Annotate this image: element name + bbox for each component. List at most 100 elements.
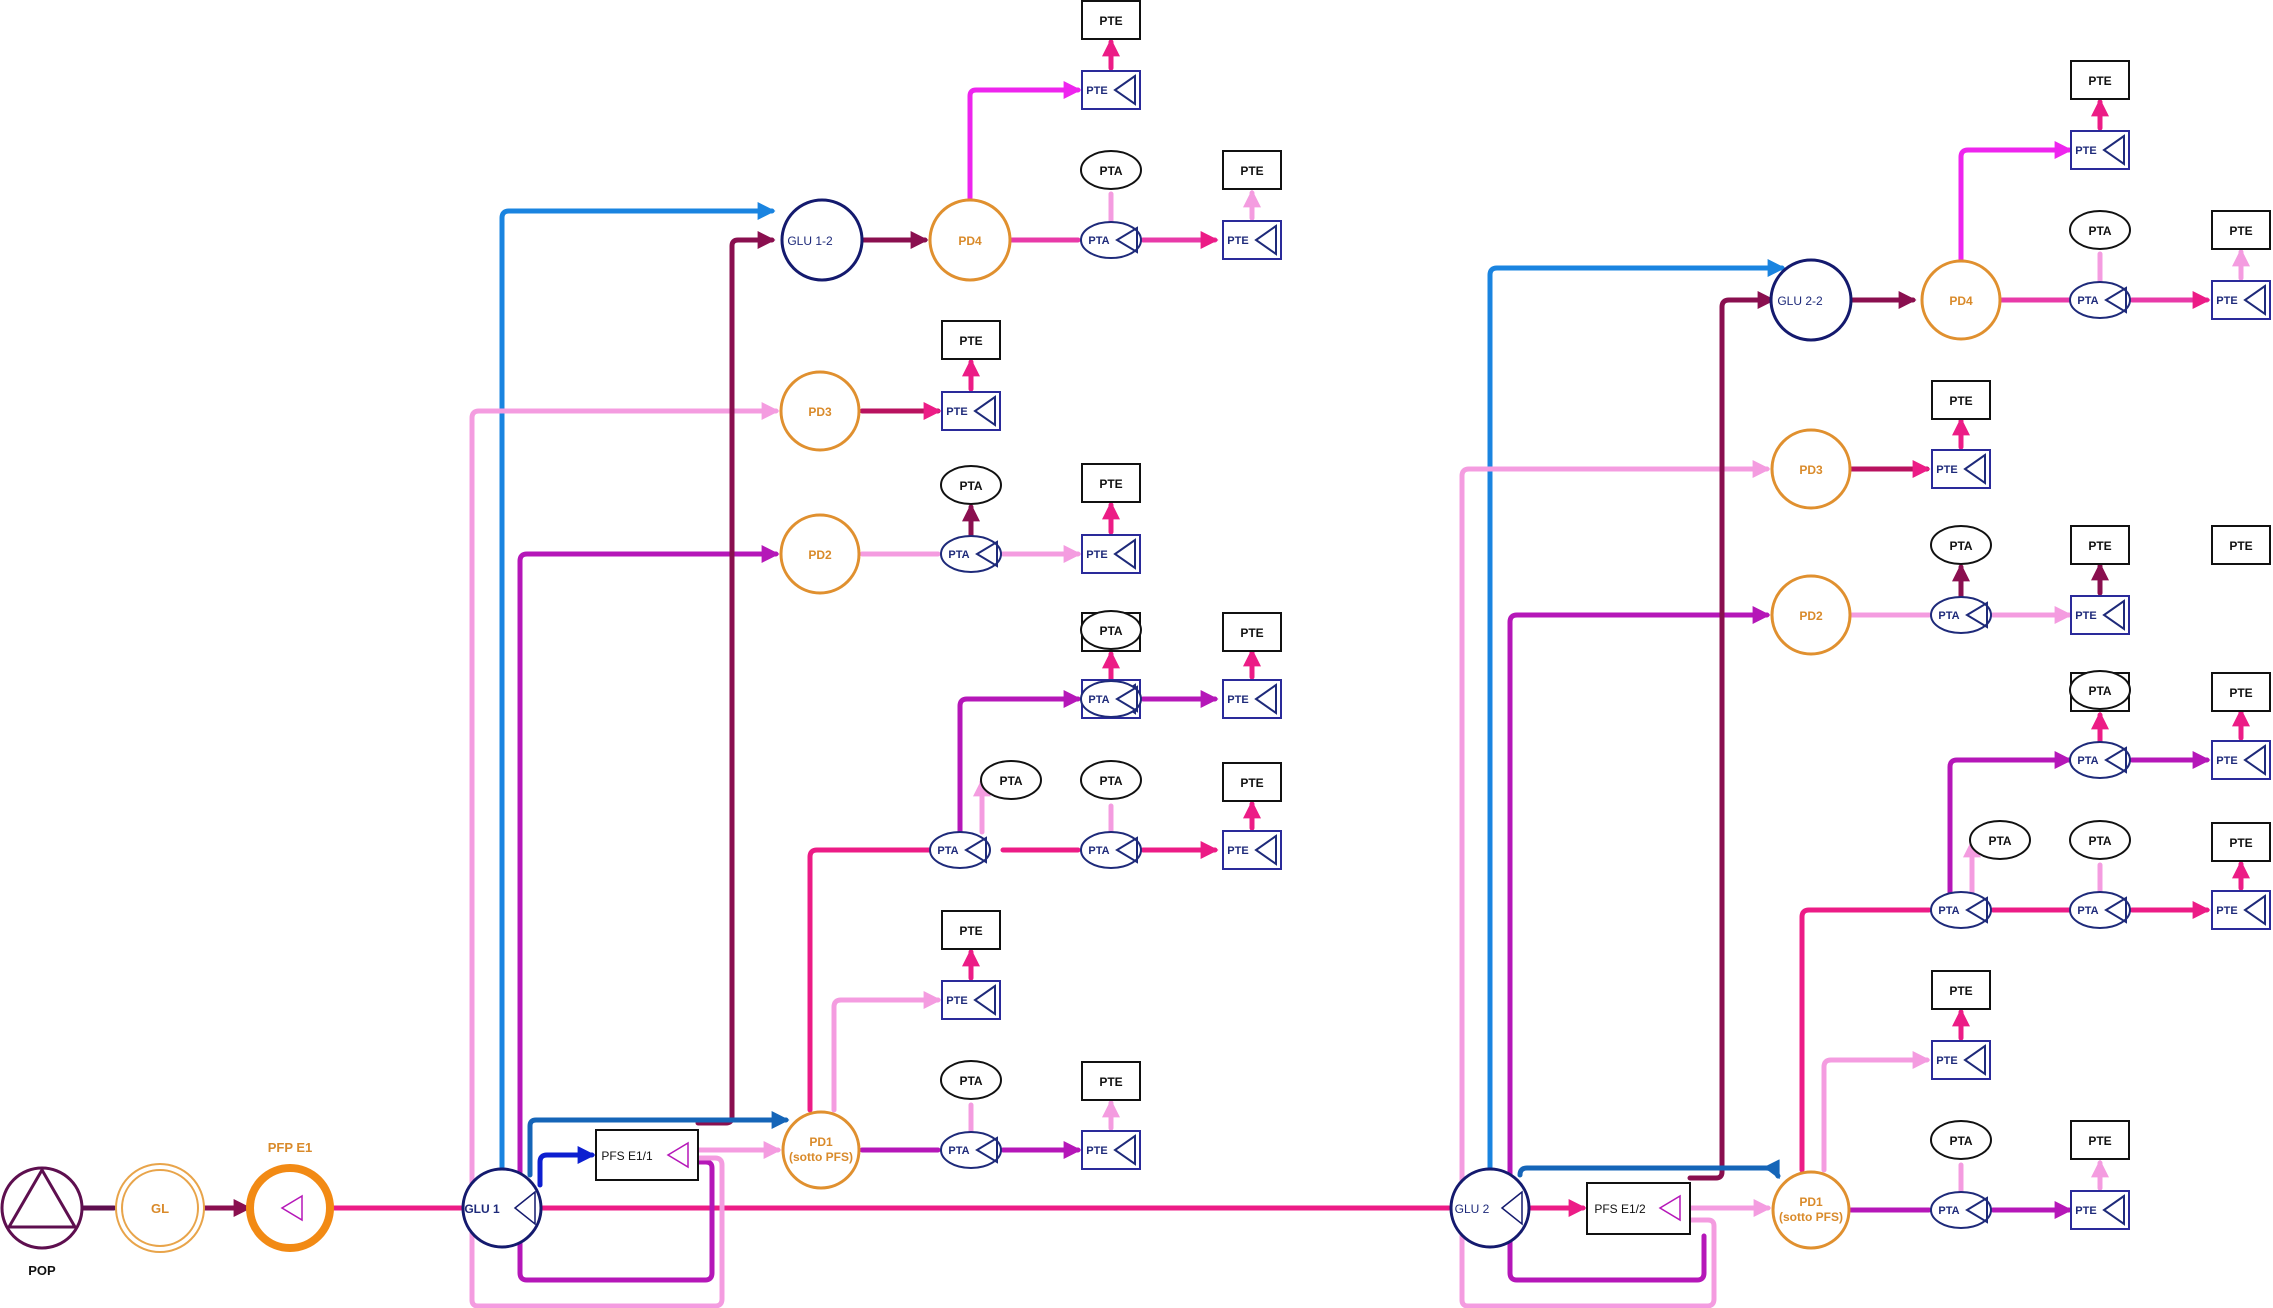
- pfs12-node: PFS E1/2: [1586, 1182, 1691, 1235]
- pte-valve-box: PTE: [1222, 679, 1282, 719]
- pta-label: PTA: [1949, 1134, 1972, 1148]
- valve-icon: [1963, 1044, 1986, 1076]
- pd4-label: PD4: [958, 234, 982, 248]
- pta-label: PTA: [959, 479, 982, 493]
- pta-label: PTA: [2077, 295, 2098, 307]
- glu22-node: GLU 2-2: [1769, 258, 1853, 342]
- triangle-icon: [6, 1167, 78, 1229]
- pte-box: PTE: [2211, 672, 2271, 712]
- valve-icon: [2102, 599, 2125, 631]
- pte-valve-box: PTE: [2070, 595, 2130, 635]
- valve-icon: [964, 836, 987, 864]
- pta-oval: PTA: [2069, 820, 2131, 860]
- pta-label: PTA: [1088, 845, 1109, 857]
- pte-valve-box: PTE: [1081, 1130, 1141, 1170]
- valve-icon: [2243, 744, 2266, 776]
- pte-box: PTE: [1081, 0, 1141, 40]
- valve-icon: [1254, 683, 1277, 715]
- pte-box: PTE: [1931, 380, 1991, 420]
- line-glu1-pd3: [469, 402, 780, 1303]
- connection-lines: [79, 38, 2250, 1308]
- pte-valve-box: PTE: [2070, 1190, 2130, 1230]
- pta-valve: PTA: [940, 535, 1002, 573]
- pta-oval: PTA: [1930, 525, 1992, 565]
- valve-icon: [513, 1190, 536, 1226]
- pte-label: PTE: [1936, 464, 1957, 476]
- pta-label: PTA: [948, 1145, 969, 1157]
- line-glu2-glu22: [1487, 259, 1786, 1175]
- line-pd4-up: [967, 81, 1082, 203]
- pta-valve: PTA: [1930, 1191, 1992, 1229]
- valve-icon: [1115, 836, 1138, 864]
- line-glu2-pd1: [1517, 1159, 1781, 1180]
- pta-oval: PTA: [940, 1060, 1002, 1100]
- line-glu1-glu12: [499, 202, 776, 1175]
- pta-label: PTA: [1988, 834, 2011, 848]
- pte-valve-box: PTE: [2211, 280, 2271, 320]
- valve-icon: [1500, 1190, 1523, 1226]
- pte-label: PTE: [2229, 836, 2252, 850]
- glu1-node: GLU 1: [461, 1167, 543, 1249]
- pte-valve-box: PTE: [1081, 534, 1141, 574]
- pte-label: PTE: [1086, 1145, 1107, 1157]
- pd4-right-node: PD4: [1920, 259, 2002, 341]
- line-glu2-pd2: [1507, 606, 1771, 1183]
- pte-box: PTE: [2211, 822, 2271, 862]
- pte-box: PTE: [2070, 1120, 2130, 1160]
- pte-label: PTE: [2216, 905, 2237, 917]
- pte-label: PTE: [2229, 224, 2252, 238]
- valve-icon: [973, 984, 996, 1016]
- pte-label: PTE: [959, 924, 982, 938]
- pte-label: PTE: [2075, 610, 2096, 622]
- pta-valve: PTA: [940, 1131, 1002, 1169]
- pte-label: PTE: [1227, 845, 1248, 857]
- pte-label: PTE: [2088, 1134, 2111, 1148]
- pd2-label: PD2: [1799, 609, 1823, 623]
- pte-label: PTE: [1936, 1055, 1957, 1067]
- pta-label: PTA: [948, 549, 969, 561]
- pta-oval: PTA: [1080, 760, 1142, 800]
- pfs11-label: PFS E1/1: [601, 1149, 653, 1163]
- pte-label: PTE: [2088, 74, 2111, 88]
- pte-label: PTE: [1240, 626, 1263, 640]
- pta-valve: PTA: [1930, 596, 1992, 634]
- pta-valve: PTA: [929, 831, 991, 869]
- pd1-label: PD1: [1799, 1195, 1823, 1209]
- pd1-sublabel: (sotto PFS): [1779, 1210, 1843, 1224]
- valve-icon: [1113, 538, 1136, 570]
- loop-violet-2: [1507, 1197, 1707, 1283]
- valve-icon: [2243, 894, 2266, 926]
- pd2-left-node: PD2: [779, 513, 861, 595]
- glu12-label: GLU 1-2: [787, 234, 833, 248]
- pta-oval: PTA: [1930, 1120, 1992, 1160]
- valve-icon: [280, 1194, 303, 1222]
- valve-icon: [2102, 1194, 2125, 1226]
- pte-box: PTE: [2211, 210, 2271, 250]
- pfp-label: PFP E1: [268, 1140, 313, 1155]
- pte-box: PTE: [1222, 612, 1282, 652]
- pta-label: PTA: [1949, 539, 1972, 553]
- pta-valve: PTA: [1080, 680, 1142, 718]
- valve-icon: [1965, 601, 1988, 629]
- pta-label: PTA: [2088, 224, 2111, 238]
- pta-label: PTA: [2088, 834, 2111, 848]
- pd4-label: PD4: [1949, 294, 1973, 308]
- pte-box: PTE: [1081, 1061, 1141, 1101]
- valve-icon: [2104, 746, 2127, 774]
- pte-valve-box: PTE: [941, 391, 1001, 431]
- pd2-label: PD2: [808, 548, 832, 562]
- pta-label: PTA: [2077, 755, 2098, 767]
- pte-label: PTE: [2075, 1205, 2096, 1217]
- valve-icon: [1115, 685, 1138, 713]
- pte-label: PTE: [1086, 85, 1107, 97]
- line-glu2-pd3: [1459, 460, 1771, 1303]
- terminal-nodes: PTE PTE PTE PTE PTE PTE PTE PTE PTE PTE PTE PTE PTE P…: [929, 0, 2271, 1230]
- pd1-label: PD1: [809, 1135, 833, 1149]
- valve-icon: [975, 540, 998, 568]
- pte-label: PTE: [2229, 539, 2252, 553]
- pte-label: PTE: [946, 406, 967, 418]
- pd3-right-node: PD3: [1770, 428, 1852, 510]
- pte-box: PTE: [941, 320, 1001, 360]
- pta-label: PTA: [959, 1074, 982, 1088]
- pd1-sublabel: (sotto PFS): [789, 1150, 853, 1164]
